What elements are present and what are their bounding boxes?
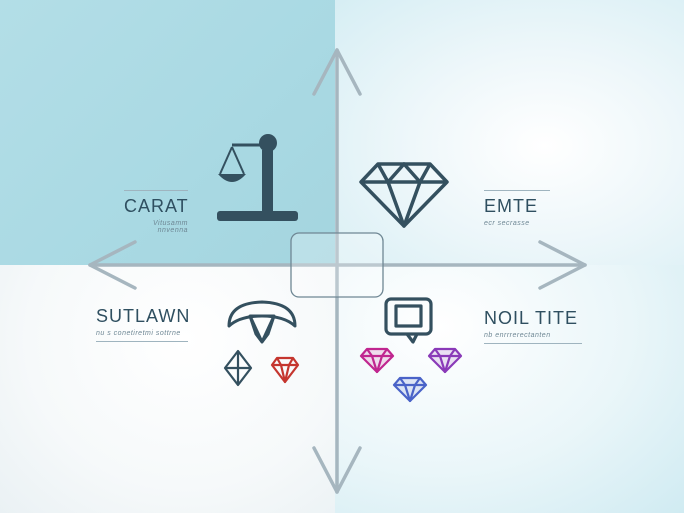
arrow-up-icon (312, 48, 362, 96)
label-title: SUTLAWN (96, 306, 191, 326)
square-frame-icon (384, 297, 433, 344)
label-subtitle: Vitusamm nnvenna (153, 220, 188, 234)
label-subtitle: nb enrrrerectanten (484, 332, 551, 339)
ring-icon (227, 300, 297, 344)
dark-gem-icon (223, 349, 253, 387)
blue-gem-icon (392, 376, 428, 403)
divider (484, 190, 550, 191)
label-title: CARAT (124, 196, 189, 216)
red-gem-icon (270, 356, 300, 384)
quadrant-bottom-right (335, 265, 684, 513)
diamond-icon (359, 162, 449, 228)
label-top-right: EMTE ecr secrasse (484, 190, 550, 227)
label-subtitle: ecr secrasse (484, 220, 530, 227)
label-title: EMTE (484, 196, 539, 216)
arrow-left-icon (88, 240, 137, 290)
quadrant-bottom-left (0, 265, 335, 513)
label-bottom-right: NOIL TITE nb enrrrerectanten (484, 308, 582, 344)
label-title: NOIL TITE (484, 308, 579, 328)
divider (96, 341, 188, 342)
center-box (290, 232, 384, 298)
balance-scale-icon (217, 134, 298, 221)
arrow-right-icon (538, 240, 587, 290)
label-bottom-left: SUTLAWN nu s conetiretmi sottrne (96, 306, 191, 342)
label-top-left: CARAT Vitusamm nnvenna (124, 190, 188, 234)
purple-gem-icon (427, 347, 463, 374)
divider (124, 190, 188, 191)
arrow-down-icon (312, 446, 362, 494)
pink-gem-icon (359, 347, 395, 374)
divider (484, 343, 582, 344)
label-subtitle: nu s conetiretmi sottrne (96, 330, 181, 337)
quadrant-top-right (335, 0, 684, 265)
